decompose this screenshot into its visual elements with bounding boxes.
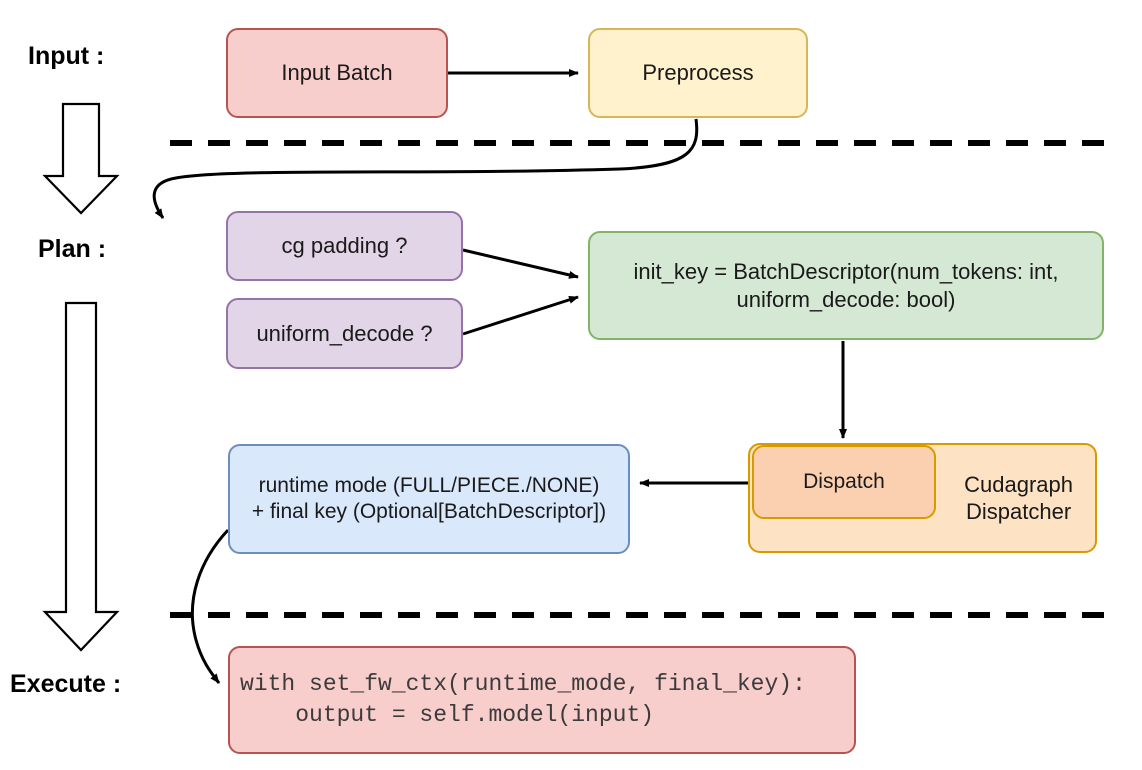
preprocess-node[interactable]: Preprocess <box>588 28 808 118</box>
cg-padding-node[interactable]: cg padding ? <box>226 211 463 281</box>
input-batch-node[interactable]: Input Batch <box>226 28 448 118</box>
init-key-label: init_key = BatchDescriptor(num_tokens: i… <box>633 259 1059 312</box>
stage-label-input: Input : <box>28 42 105 70</box>
stage-label-plan: Plan : <box>38 235 107 263</box>
init-key-node[interactable]: init_key = BatchDescriptor(num_tokens: i… <box>588 231 1104 340</box>
cg-padding-label: cg padding ? <box>281 233 408 259</box>
runtime-mode-label: runtime mode (FULL/PIECE./NONE) + final … <box>251 473 607 523</box>
preprocess-label: Preprocess <box>642 60 754 86</box>
uniform-decode-label: uniform_decode ? <box>256 320 433 346</box>
connector-uniform-decode-to-init-key <box>462 295 579 336</box>
execute-code-label: with set_fw_ctx(runtime_mode, final_key)… <box>240 670 806 728</box>
uniform-decode-node[interactable]: uniform_decode ? <box>226 298 463 369</box>
stage-label-execute: Execute : <box>10 670 122 698</box>
input-batch-label: Input Batch <box>281 60 393 86</box>
connector-cg-padding-to-init-key <box>462 248 579 279</box>
connector-runtime-mode-to-execute-code <box>190 528 230 684</box>
execute-code-node[interactable]: with set_fw_ctx(runtime_mode, final_key)… <box>228 646 856 754</box>
stage-block-arrow-input-to-plan <box>42 102 120 215</box>
dispatch-node[interactable]: Dispatch <box>752 445 936 519</box>
stage-block-arrow-plan-to-execute <box>42 301 120 652</box>
cudagraph-dispatcher-label: Cudagraph Dispatcher <box>964 471 1073 525</box>
runtime-mode-node[interactable]: runtime mode (FULL/PIECE./NONE) + final … <box>228 444 630 554</box>
dispatch-label: Dispatch <box>803 469 885 493</box>
connector-preprocess-to-cg-padding <box>152 118 699 219</box>
